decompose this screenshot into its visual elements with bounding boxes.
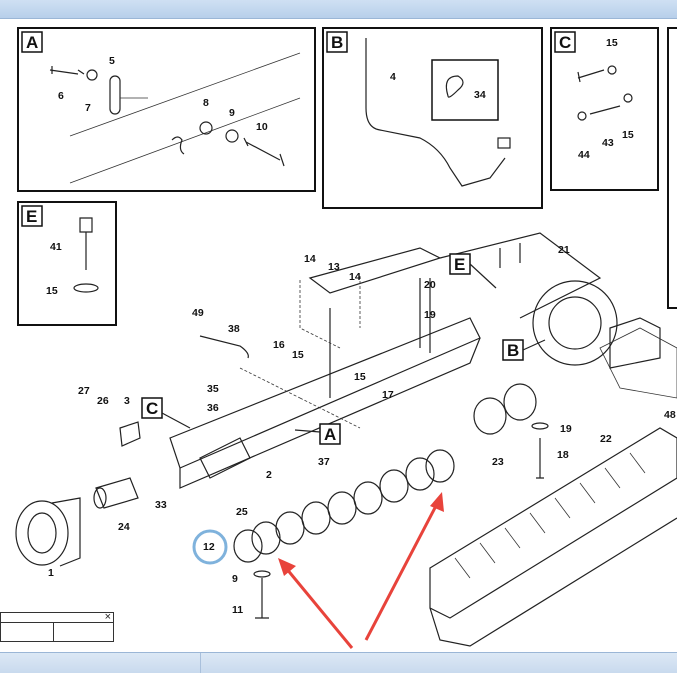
- label-15c: 15: [622, 129, 634, 141]
- label-34: 34: [474, 89, 486, 101]
- label-15a: 15: [46, 285, 58, 297]
- label-13: 13: [328, 261, 340, 273]
- red-arrows: [278, 492, 444, 649]
- label-18: 18: [557, 449, 569, 461]
- label-44: 44: [578, 149, 590, 161]
- highlight-circle: [192, 529, 228, 565]
- label-23: 23: [492, 456, 504, 468]
- label-43: 43: [602, 137, 614, 149]
- svg-text:E: E: [454, 255, 465, 274]
- label-8: 8: [203, 97, 209, 109]
- label-14a: 14: [304, 253, 316, 265]
- track-chain: [429, 427, 677, 647]
- label-25: 25: [236, 506, 248, 518]
- panel-row-divider: [1, 622, 113, 623]
- status-bar: [0, 652, 677, 673]
- detail-box-partial: [667, 27, 677, 309]
- label-6: 6: [58, 90, 64, 102]
- label-22: 22: [600, 433, 612, 445]
- small-table-panel: ×: [0, 611, 114, 642]
- callout-b[interactable]: B: [502, 339, 546, 361]
- close-icon[interactable]: ×: [104, 611, 111, 623]
- label-15e: 15: [354, 371, 366, 383]
- label-4: 4: [390, 71, 396, 83]
- detail-box-a: A 6 7 5 8 9 10: [17, 27, 316, 192]
- label-33: 33: [155, 499, 167, 511]
- label-37: 37: [318, 456, 330, 468]
- label-9b: 9: [232, 573, 238, 585]
- svg-text:C: C: [146, 399, 158, 418]
- svg-text:A: A: [324, 425, 336, 444]
- label-21: 21: [558, 244, 570, 256]
- label-20: 20: [424, 279, 436, 291]
- label-11: 11: [232, 604, 243, 616]
- label-2: 2: [266, 469, 272, 481]
- panel-col-divider: [53, 622, 54, 642]
- label-36: 36: [207, 402, 219, 414]
- label-19a: 19: [424, 309, 436, 321]
- label-9a: 9: [229, 107, 235, 119]
- label-19b: 19: [560, 423, 572, 435]
- front-idler: [15, 421, 141, 567]
- track-frame: [169, 232, 661, 489]
- detail-box-a-label: A: [26, 33, 38, 52]
- svg-text:B: B: [507, 341, 519, 360]
- callout-c[interactable]: C: [141, 397, 191, 429]
- label-49: 49: [192, 307, 204, 319]
- label-12: 12: [203, 541, 215, 553]
- label-26: 26: [97, 395, 109, 407]
- label-17: 17: [382, 389, 394, 401]
- label-15d: 15: [292, 349, 304, 361]
- label-38: 38: [228, 323, 240, 335]
- label-15b: 15: [606, 37, 618, 49]
- detail-box-b: B 4 34: [322, 27, 543, 209]
- detail-box-c-label: C: [559, 33, 571, 52]
- label-27: 27: [78, 385, 90, 397]
- label-24: 24: [118, 521, 130, 533]
- detail-box-c: C 15 44 43 15: [550, 27, 659, 191]
- label-16: 16: [273, 339, 285, 351]
- callout-e[interactable]: E: [449, 253, 497, 289]
- label-41: 41: [50, 241, 62, 253]
- callout-a[interactable]: A: [294, 423, 341, 445]
- label-14b: 14: [349, 271, 361, 283]
- label-35: 35: [207, 383, 219, 395]
- label-1: 1: [48, 567, 54, 579]
- detail-box-b-label: B: [331, 33, 343, 52]
- label-10: 10: [256, 121, 268, 133]
- label-5: 5: [109, 55, 115, 67]
- label-7: 7: [85, 102, 91, 114]
- label-3: 3: [124, 395, 130, 407]
- status-bar-separator: [200, 653, 201, 673]
- window-title-bar: [0, 0, 677, 19]
- track-rollers: [233, 383, 549, 619]
- detail-box-e: E 41 15: [17, 201, 117, 326]
- track-guard-outline: [599, 327, 677, 399]
- detail-box-e-label: E: [26, 207, 37, 226]
- label-48: 48: [664, 409, 676, 421]
- parts-diagram: A 6 7 5 8 9 10 B 4 34 C: [15, 27, 677, 649]
